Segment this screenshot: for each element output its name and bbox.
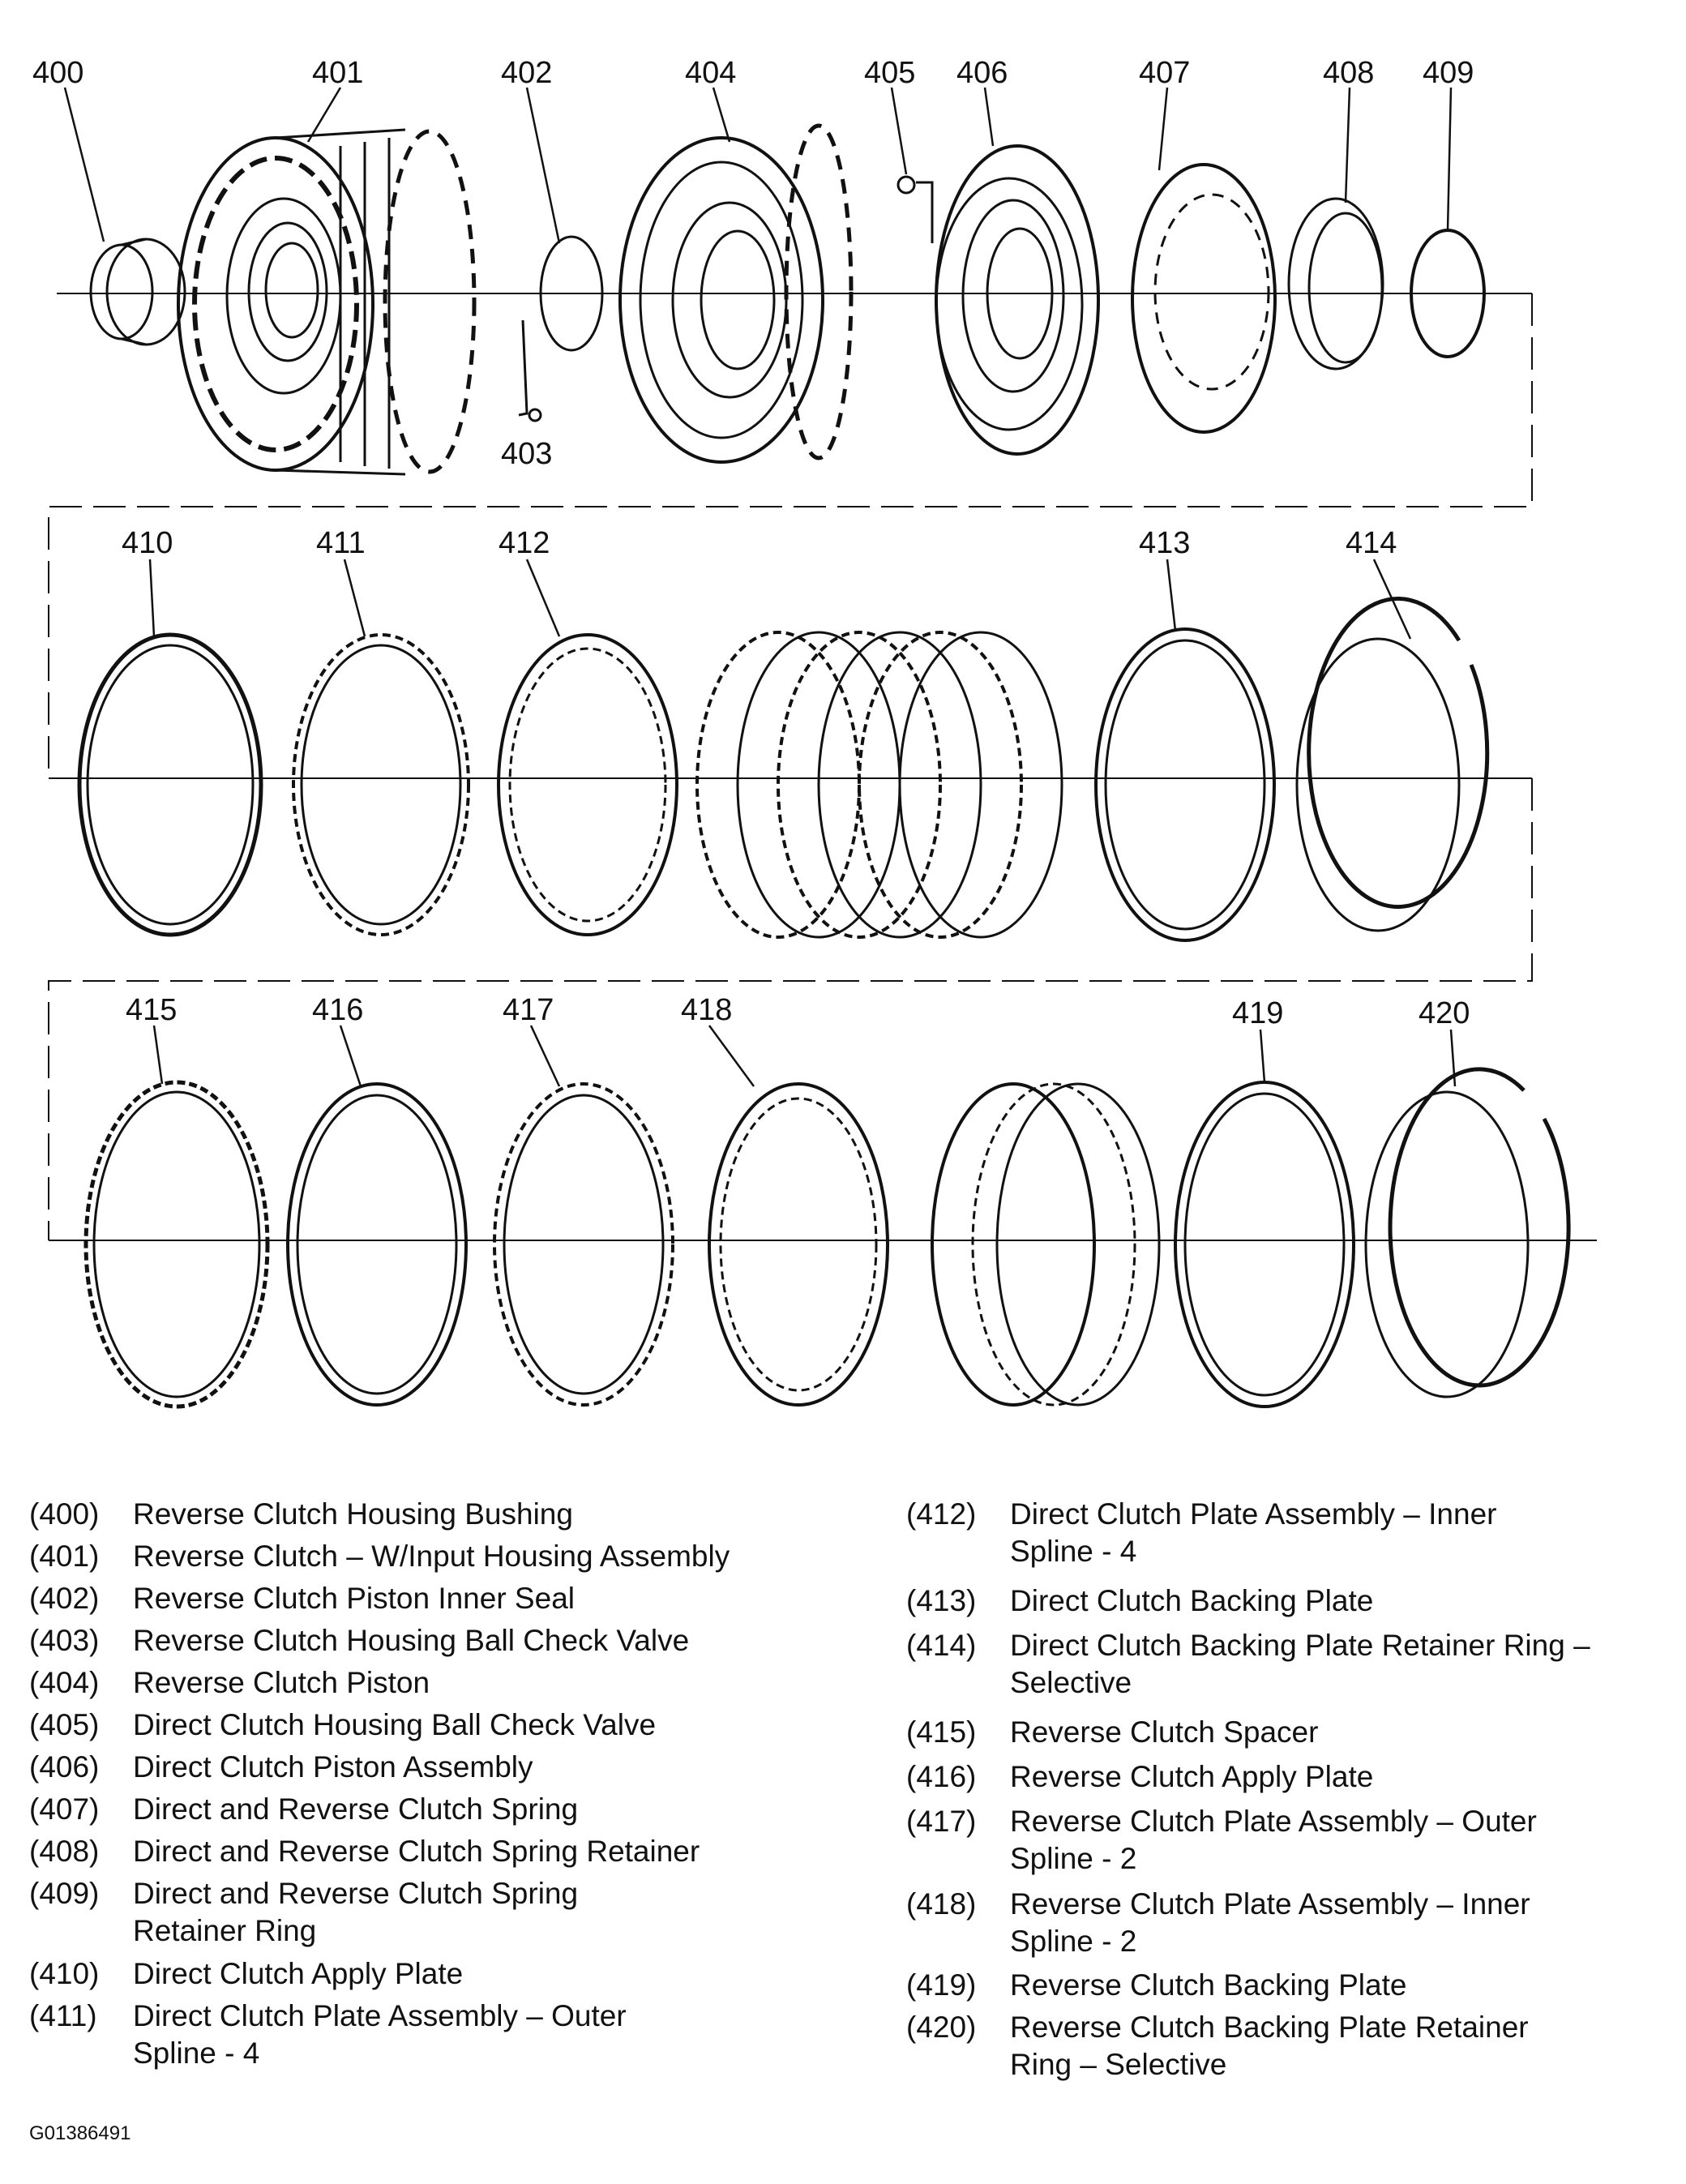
legend-description: Reverse Clutch Spacer <box>1010 1715 1319 1749</box>
part-406-piston-assembly <box>935 144 1100 456</box>
legend-description: Direct Clutch Plate Assembly – Inner Spl… <box>1010 1497 1497 1568</box>
callout-420: 420 <box>1419 996 1470 1030</box>
legend-number: (414) <box>906 1629 977 1662</box>
callout-417: 417 <box>503 993 554 1027</box>
callout-400: 400 <box>32 56 83 90</box>
exploded-view-diagram: 400 401 402 403 404 405 406 407 408 409 … <box>32 56 1597 1409</box>
legend-number: (404) <box>29 1666 100 1699</box>
legend-description: Reverse Clutch Housing Ball Check Valve <box>133 1624 690 1657</box>
callout-404: 404 <box>685 56 736 90</box>
legend-description: Reverse Clutch Housing Bushing <box>133 1497 573 1531</box>
part-400-bushing <box>89 238 186 346</box>
legend-description: Direct Clutch Backing Plate <box>1010 1584 1374 1617</box>
legend-description: Reverse Clutch Plate Assembly – Outer Sp… <box>1010 1805 1537 1875</box>
legend-number: (412) <box>906 1497 977 1531</box>
callout-401: 401 <box>312 56 363 90</box>
callout-416: 416 <box>312 993 363 1027</box>
part-420-retainer-ring <box>1364 1067 1571 1398</box>
part-410-apply-plate <box>77 632 263 937</box>
callout-419: 419 <box>1232 996 1283 1030</box>
callout-413: 413 <box>1139 526 1190 560</box>
part-414-retainer-ring <box>1295 597 1490 932</box>
legend-number: (403) <box>29 1624 100 1657</box>
callout-418: 418 <box>681 993 732 1027</box>
legend-description: Direct Clutch Housing Ball Check Valve <box>133 1708 657 1741</box>
legend-number: (400) <box>29 1497 100 1531</box>
legend-description: Direct and Reverse Clutch Spring Retaine… <box>133 1877 579 1947</box>
legend-description: Direct and Reverse Clutch Spring <box>133 1792 579 1826</box>
callout-labels: 400 401 402 403 404 405 406 407 408 409 … <box>32 56 1474 1030</box>
legend-number: (419) <box>906 1968 977 2002</box>
callout-415: 415 <box>126 993 177 1027</box>
legend-number: (418) <box>906 1887 977 1921</box>
legend-number: (415) <box>906 1715 977 1749</box>
part-415-spacer <box>83 1080 270 1409</box>
part-411-plate-outer <box>292 633 470 936</box>
part-401-housing <box>177 128 477 476</box>
callout-410: 410 <box>122 526 173 560</box>
leader-lines <box>63 87 1457 1087</box>
part-405-ball-check <box>896 175 934 243</box>
legend-description: Direct Clutch Piston Assembly <box>133 1750 533 1784</box>
part-408-spring-retainer <box>1287 197 1384 370</box>
callout-405: 405 <box>864 56 915 90</box>
callout-409: 409 <box>1423 56 1474 90</box>
callout-402: 402 <box>501 56 552 90</box>
legend-description: Direct Clutch Apply Plate <box>133 1957 464 1990</box>
legend-description: Direct Clutch Backing Plate Retainer Rin… <box>1010 1629 1590 1699</box>
legend-description: Reverse Clutch Backing Plate <box>1010 1968 1407 2002</box>
legend-description: Reverse Clutch – W/Input Housing Assembl… <box>133 1540 730 1573</box>
part-402-seal <box>539 235 604 352</box>
part-418-plate-inner <box>708 1082 889 1407</box>
part-417-plate-outer <box>493 1082 674 1407</box>
legend-number: (413) <box>906 1584 977 1617</box>
legend-number: (402) <box>29 1582 100 1615</box>
legend-description: Reverse Clutch Plate Assembly – Inner Sp… <box>1010 1887 1530 1958</box>
part-413-backing-plate <box>1094 627 1276 942</box>
part-416-apply-plate <box>286 1082 468 1407</box>
callout-403: 403 <box>501 437 552 471</box>
legend-number: (407) <box>29 1792 100 1826</box>
callout-412: 412 <box>499 526 550 560</box>
callout-411: 411 <box>316 526 366 560</box>
legend-number: (409) <box>29 1877 100 1910</box>
legend-number: (411) <box>29 1999 97 2032</box>
part-407-spring <box>1131 163 1277 434</box>
callout-406: 406 <box>956 56 1008 90</box>
callout-407: 407 <box>1139 56 1190 90</box>
plate-stack-row-3 <box>931 1082 1161 1407</box>
legend-number: (416) <box>906 1760 977 1793</box>
figure-id: G01386491 <box>29 2122 131 2144</box>
legend-number: (406) <box>29 1750 100 1784</box>
legend-number: (420) <box>906 2011 977 2044</box>
legend-description: Reverse Clutch Apply Plate <box>1010 1760 1374 1793</box>
legend-description: Reverse Clutch Piston Inner Seal <box>133 1582 575 1615</box>
connector-row-2-3 <box>48 778 1533 1240</box>
legend-description: Direct Clutch Plate Assembly – Outer Spl… <box>133 1999 627 2070</box>
legend-description: Direct and Reverse Clutch Spring Retaine… <box>133 1835 700 1868</box>
part-404-piston <box>618 123 854 464</box>
legend-number: (408) <box>29 1835 100 1868</box>
plate-stack-row-2 <box>695 631 1063 939</box>
part-412-plate-inner <box>497 633 678 936</box>
legend-number: (405) <box>29 1708 100 1741</box>
legend-number: (401) <box>29 1540 100 1573</box>
legend-description: Reverse Clutch Piston <box>133 1666 430 1699</box>
callout-408: 408 <box>1323 56 1374 90</box>
callout-414: 414 <box>1346 526 1397 560</box>
part-403-ball-check <box>518 319 542 422</box>
legend-number: (417) <box>906 1805 977 1838</box>
legend-description: Reverse Clutch Backing Plate Retainer Ri… <box>1010 2011 1529 2081</box>
legend-number: (410) <box>29 1957 100 1990</box>
connector-row-1-2 <box>48 293 1533 778</box>
